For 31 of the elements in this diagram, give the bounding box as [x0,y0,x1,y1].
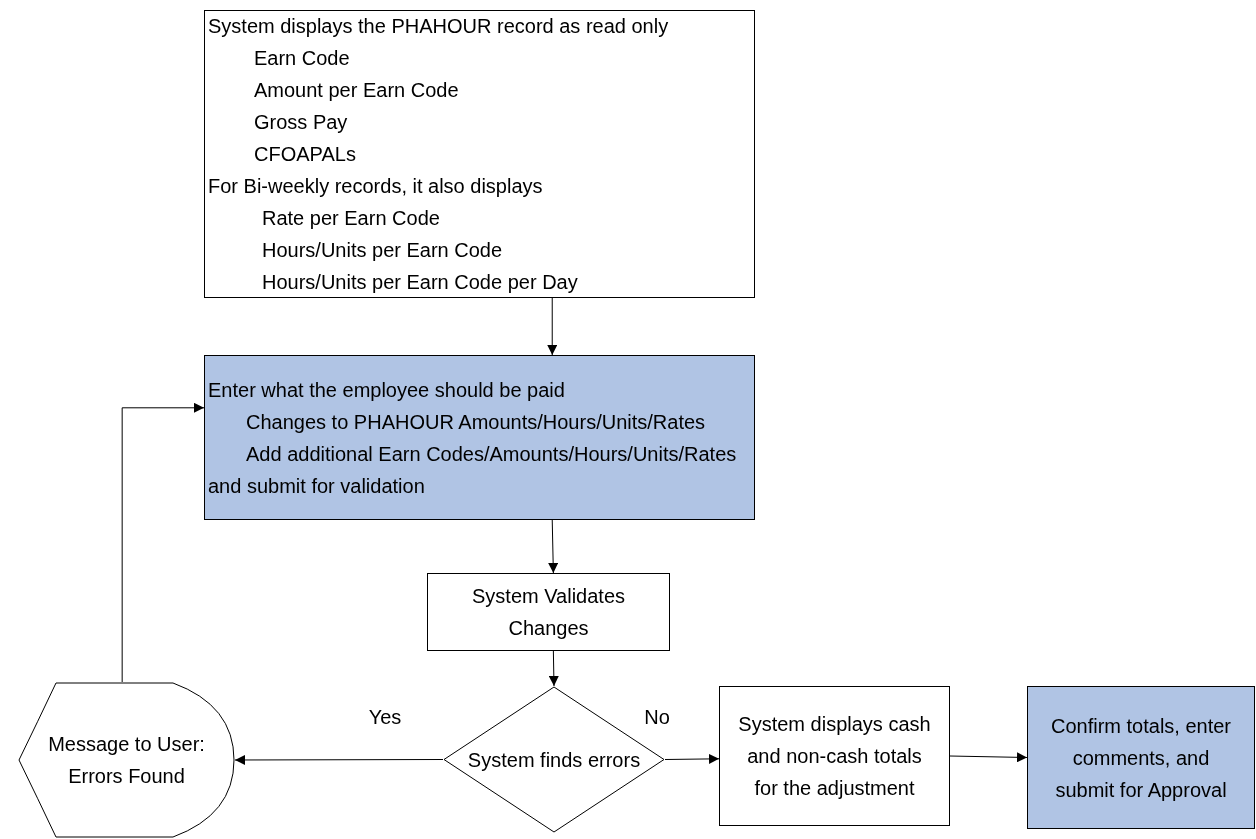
box-text: Hours/Units per Earn Code [261,238,504,263]
box-text: Earn Code [253,46,351,71]
arrow [664,753,720,764]
box-text: Message to User: Errors Found [47,732,206,789]
process-box [204,355,755,520]
arrow [547,297,558,356]
box-text: and submit for validation [208,473,426,499]
arrow [121,402,205,683]
process-box [1027,686,1255,829]
box-text: System Validates Changes [471,584,626,641]
box-text: Gross Pay [253,110,349,135]
arrow [548,650,559,687]
arrow [234,755,444,765]
arrow [548,519,559,574]
box-text: Confirm totals, enter comments, and submit for Approval [1049,713,1233,803]
box-text: Rate per Earn Code [261,206,441,231]
box-text: For Bi-weekly records, it also displays [208,174,544,199]
box-text: System finds errors [467,747,641,773]
box-text: Changes to PHAHOUR Amounts/Hours/Units/Rates [245,409,707,435]
process-box [427,573,670,651]
box-text: System displays cash and non-cash totals for the adjustment [737,712,932,801]
box-text: CFOAPALs [253,142,357,167]
box-text: System displays the PHAHOUR record as read only [208,14,670,39]
box-text: Add additional Earn Codes/Amounts/Hours/Units/Rates [245,441,738,467]
process-box [204,10,755,298]
box-text: Hours/Units per Earn Code per Day [261,270,579,295]
box-text: Amount per Earn Code [253,78,460,103]
box-text: Enter what the employee should be paid [208,377,566,403]
display-shape [18,682,235,838]
process-box [719,686,950,826]
arrow [949,752,1028,763]
